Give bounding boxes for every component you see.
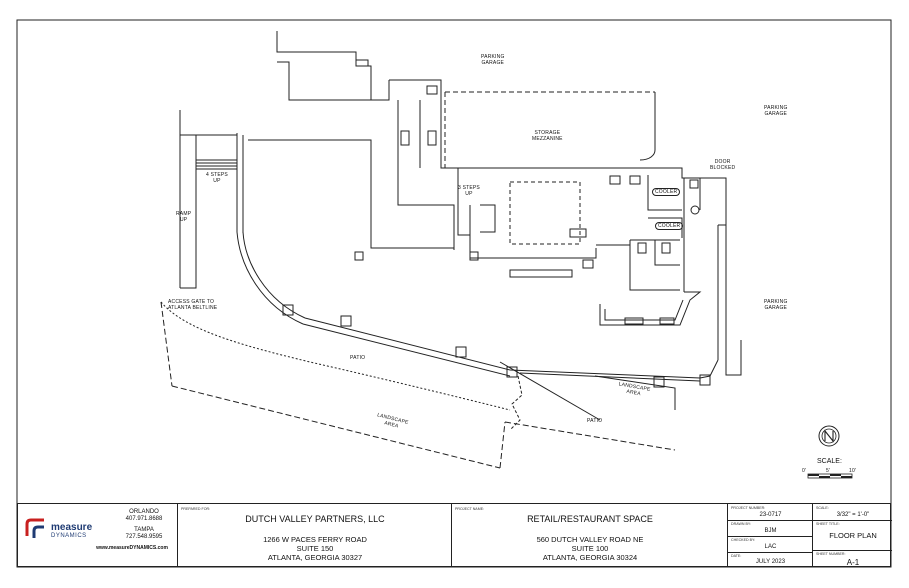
- graphic-scale-bar: [807, 473, 853, 479]
- project-name-caption: PROJECT NAME:: [455, 507, 485, 511]
- title-block: measure DYNAMICS ORLANDO 407.971.8688 TA…: [17, 503, 892, 567]
- prepared-for-name: DUTCH VALLEY PARTNERS, LLC: [245, 514, 385, 524]
- prepared-for-cell: PREPARED FOR: DUTCH VALLEY PARTNERS, LLC…: [177, 504, 451, 566]
- project-name: RETAIL/RESTAURANT SPACE: [527, 514, 653, 524]
- date-value: JULY 2023: [755, 559, 786, 565]
- sheet-number: A-1: [846, 558, 860, 567]
- orlando-phone: 407.971.8688: [125, 516, 163, 522]
- project-address2: SUITE 100: [571, 544, 609, 553]
- website-link[interactable]: www.measureDYNAMICS.com: [96, 545, 168, 551]
- scale-tick-0: 0': [802, 468, 807, 474]
- logo-text: measure: [51, 522, 93, 533]
- company-cell: measure DYNAMICS ORLANDO 407.971.8688 TA…: [18, 504, 177, 566]
- cooler-label-1: COOLER: [652, 188, 681, 196]
- project-cell: PROJECT NAME: RETAIL/RESTAURANT SPACE 56…: [451, 504, 727, 566]
- sheet-info-cell: SCALE: 3/32" = 1'-0" SHEET TITLE: FLOOR …: [812, 504, 892, 567]
- patio-label-1: PATIO: [350, 355, 366, 361]
- patio-label-2: PATIO: [587, 418, 603, 424]
- logo-subtext: DYNAMICS: [51, 533, 87, 539]
- project-info-cell: PROJECT NUMBER: 23-0717 DRAWN BY: BJM CH…: [727, 504, 812, 566]
- sheet-title-caption: SHEET TITLE:: [816, 522, 840, 526]
- sheet-scale: 3/32" = 1'-0": [836, 512, 870, 518]
- sheet-scale-caption: SCALE:: [816, 506, 829, 510]
- sheet-title: FLOOR PLAN: [829, 531, 877, 540]
- sheet-number-caption: SHEET NUMBER:: [816, 552, 846, 556]
- prepared-for-caption: PREPARED FOR:: [181, 507, 211, 511]
- scale-bar-title: SCALE:: [817, 458, 842, 465]
- checked-by-caption: CHECKED BY:: [731, 538, 756, 542]
- tampa-label: TAMPA: [134, 527, 154, 533]
- sheet-border: [16, 19, 892, 568]
- tampa-phone: 727.548.9595: [125, 534, 163, 540]
- project-address1: 560 DUTCH VALLEY ROAD NE: [536, 535, 644, 544]
- drawn-by-caption: DRAWN BY:: [731, 522, 752, 526]
- checked-by: LAC: [764, 544, 777, 550]
- north-arrow-symbol: [818, 425, 840, 447]
- drawn-by: BJM: [764, 528, 777, 534]
- project-number-caption: PROJECT NUMBER:: [731, 506, 766, 510]
- orlando-label: ORLANDO: [129, 509, 159, 515]
- project-number: 23-0717: [759, 512, 782, 518]
- prepared-for-address1: 1266 W PACES FERRY ROAD: [263, 535, 367, 544]
- project-address3: ATLANTA, GEORGIA 30324: [542, 553, 638, 562]
- scale-tick-5: 5': [826, 468, 831, 474]
- plan-walls: [160, 31, 742, 469]
- cooler-label-2: COOLER: [655, 222, 684, 230]
- prepared-for-address2: SUITE 150: [296, 544, 334, 553]
- date-caption: DATE:: [731, 554, 742, 558]
- prepared-for-address3: ATLANTA, GEORGIA 30327: [267, 553, 363, 562]
- scale-tick-10: 10': [849, 468, 857, 474]
- measure-dynamics-logo-mark: [25, 518, 44, 538]
